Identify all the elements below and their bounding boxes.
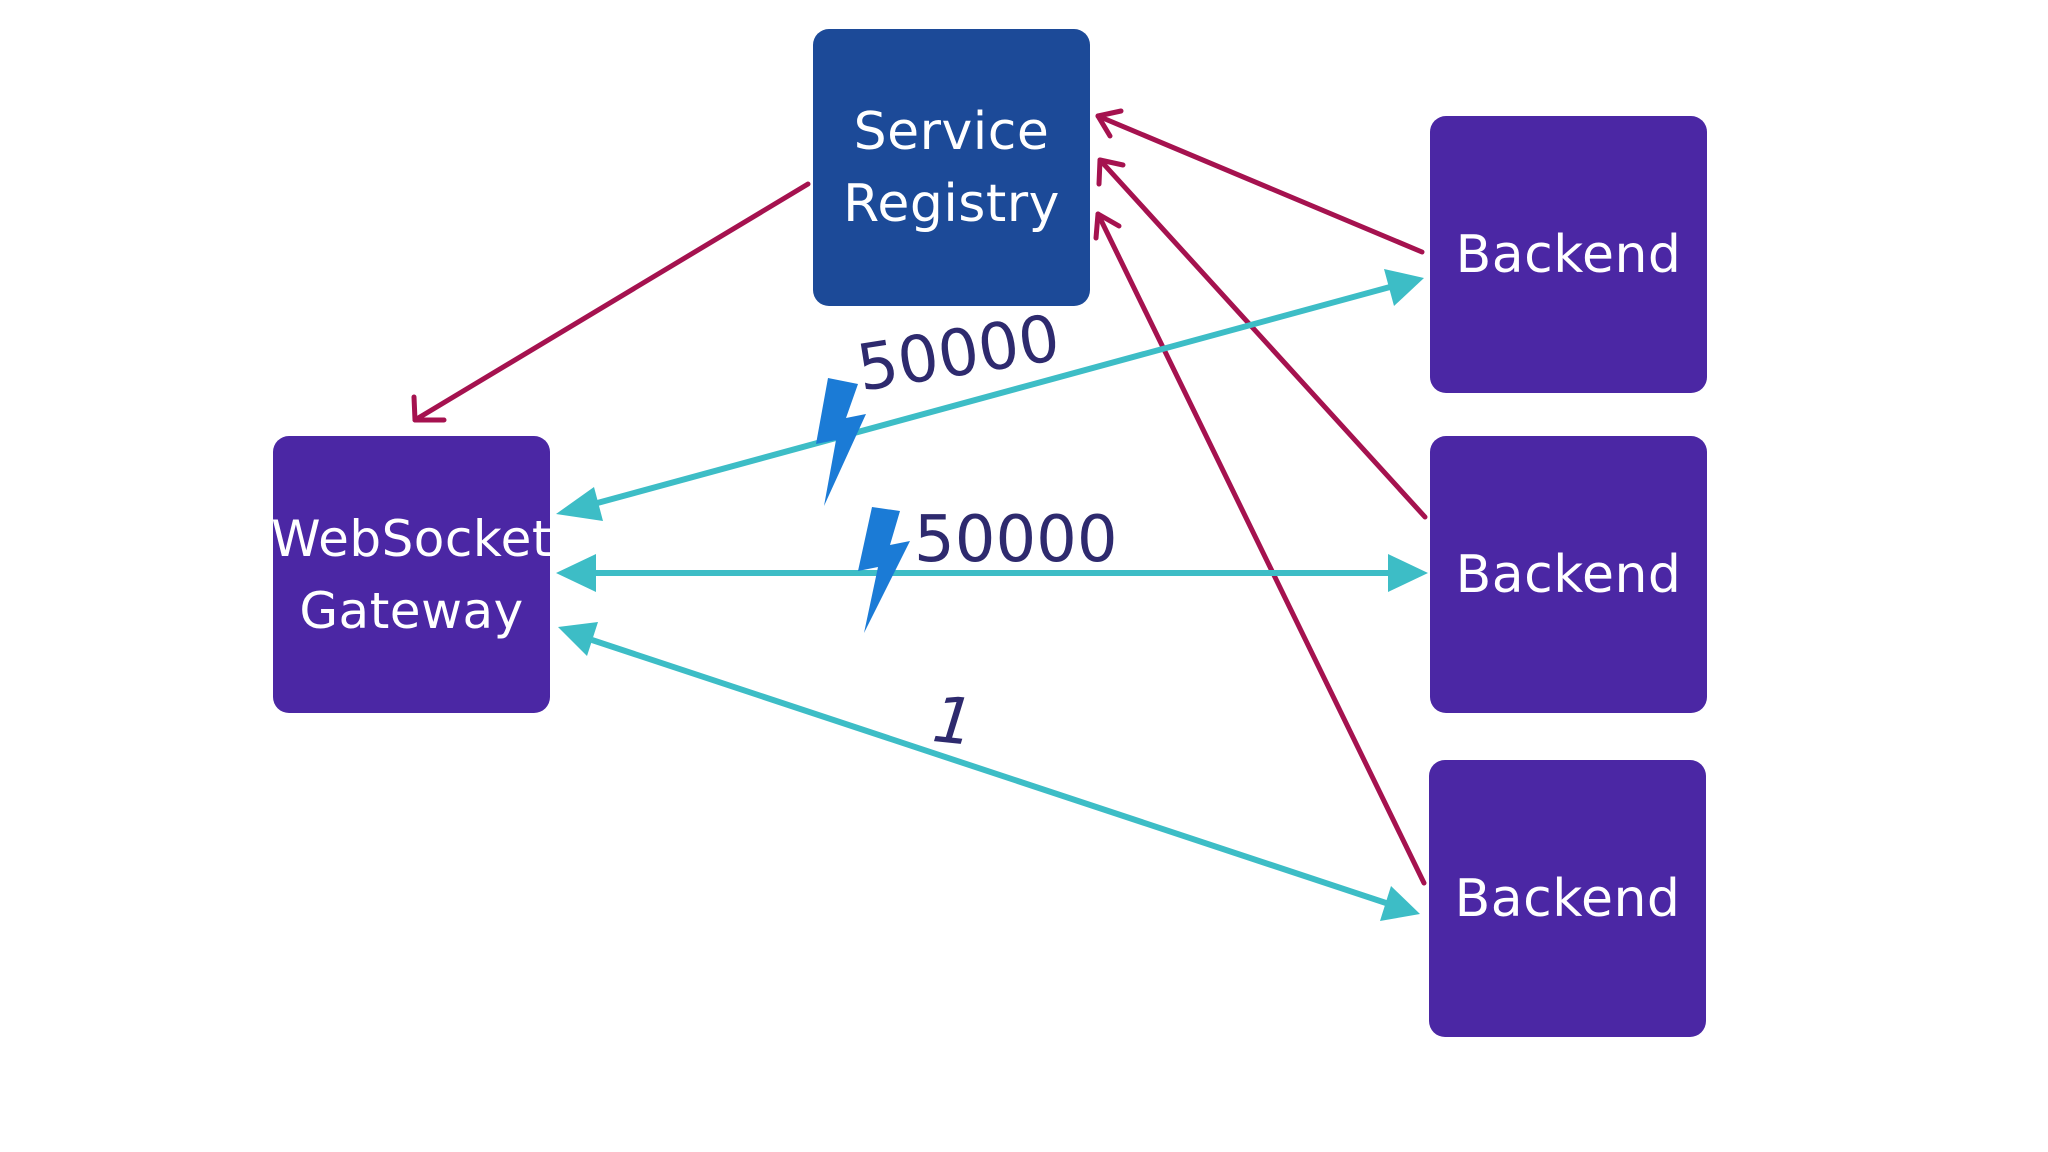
service-registry-box: Service Registry <box>813 29 1090 306</box>
gateway-backend-3-arrowhead-right <box>1380 886 1420 921</box>
service-registry-label-line-1: Service <box>853 101 1050 162</box>
websocket-gateway-label-line-1: WebSocket <box>271 509 552 568</box>
backend-label: Backend <box>1454 868 1681 929</box>
backend-3-to-registry-arrowhead <box>1093 211 1122 241</box>
gateway-backend-3-arrowhead-left <box>558 622 598 656</box>
backend-2-to-registry-arrowhead <box>1096 157 1126 187</box>
backend-1-to-registry-arrow <box>1095 113 1425 255</box>
backend-box: Backend <box>1430 436 1707 713</box>
websocket-gateway-label-line-2: Gateway <box>299 581 524 640</box>
gateway-backend-2-arrowhead-left <box>556 554 596 592</box>
backend-box: Backend <box>1430 116 1707 393</box>
gateway-backend-1-arrowhead-right <box>1384 269 1424 306</box>
connection-count-label: 1 <box>929 683 978 761</box>
connection-count-label: 50000 <box>914 503 1118 577</box>
gateway-backend-3-connection <box>591 637 1387 906</box>
backend-1-to-registry-arrowhead <box>1095 108 1124 139</box>
registry-to-gateway-arrow <box>412 181 811 423</box>
backend-label: Backend <box>1455 224 1682 285</box>
backend-label: Backend <box>1455 544 1682 605</box>
lightning-icon <box>816 378 866 506</box>
registry-to-gateway-arrowhead <box>411 394 447 423</box>
gateway-backend-1-connection <box>589 284 1391 508</box>
gateway-backend-2-arrowhead-right <box>1388 554 1428 592</box>
backend-3-to-registry-arrow <box>1095 211 1427 886</box>
gateway-backend-1-arrowhead-left <box>556 487 603 521</box>
backend-2-to-registry-arrow <box>1097 157 1428 520</box>
websocket-gateway-box: WebSocket Gateway <box>271 436 552 713</box>
backend-box: Backend <box>1429 760 1706 1037</box>
lightning-icon <box>858 507 910 633</box>
service-registry-label-line-2: Registry <box>843 173 1060 234</box>
